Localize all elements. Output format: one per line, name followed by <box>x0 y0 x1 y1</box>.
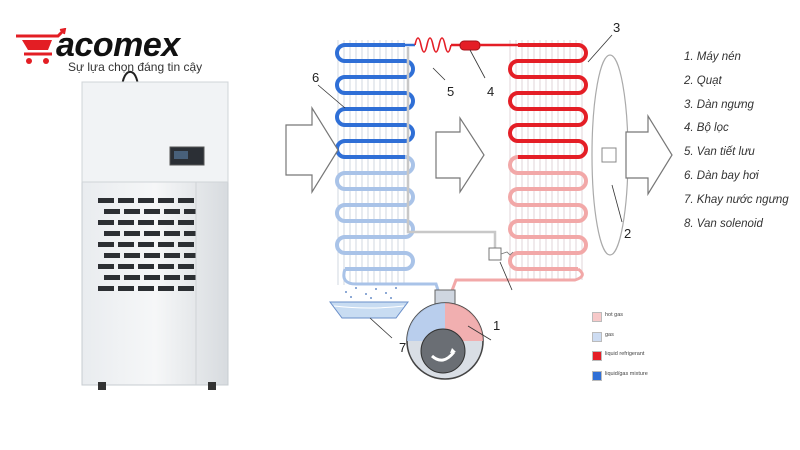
legend-item: 6. Dàn bay hơi <box>684 169 759 182</box>
legend-item: 8. Van solenoid <box>684 217 763 230</box>
color-key-label: liquid/gas mixture <box>605 370 648 377</box>
refrigeration-cycle-diagram <box>285 34 673 380</box>
liquid-gas-mixture-swatch <box>592 370 602 381</box>
legend-item: 4. Bộ lọc <box>684 122 729 135</box>
airflow-arrow-mid <box>435 115 485 195</box>
hot-gas-swatch <box>592 312 602 322</box>
color-key-item: liquid refrigerant <box>592 350 648 370</box>
condenser-coil-lower <box>508 155 588 271</box>
component-legend: 1. Máy nén 2. Quạt 3. Dàn ngưng 4. Bộ lọ… <box>684 50 796 240</box>
callout-6: 6 <box>312 70 320 85</box>
liquid-refrigerant-swatch <box>592 351 602 361</box>
callout-7: 7 <box>399 340 407 355</box>
brand-name: acomex <box>56 26 180 64</box>
color-key-item: hot gas <box>592 311 648 331</box>
evaporator-coil-lower <box>335 155 415 271</box>
condensate-tray <box>329 287 409 319</box>
cart-icon <box>16 28 67 64</box>
fan <box>591 54 629 256</box>
callout-2: 2 <box>624 226 632 241</box>
legend-item: 7. Khay nước ngưng <box>684 193 789 206</box>
expansion-valve-coil <box>414 37 452 53</box>
color-key-item: liquid/gas mixture <box>592 370 648 390</box>
legend-item: 5. Van tiết lưu <box>684 146 755 159</box>
compressor <box>406 289 484 380</box>
legend-item: 1. Máy nén <box>684 51 741 63</box>
callout-5: 5 <box>447 84 455 99</box>
brand-logo: acomex Sự lựa chọn đáng tin cậy <box>12 22 217 82</box>
filter-drier <box>459 40 481 51</box>
color-key-label: gas <box>605 331 614 338</box>
legend-item: 2. Quạt <box>684 74 722 87</box>
airflow-arrow-in <box>285 105 339 195</box>
dehumidifier-photo <box>81 70 229 390</box>
callout-3: 3 <box>613 20 621 35</box>
condenser-coil-upper <box>508 43 588 159</box>
evaporator-coil-upper <box>335 43 415 159</box>
color-key-label: liquid refrigerant <box>605 351 645 357</box>
color-key: hot gas gas liquid refrigerant liquid/ga… <box>592 311 648 389</box>
color-key-item: gas <box>592 331 648 351</box>
callout-4: 4 <box>487 84 495 99</box>
legend-item: 3. Dàn ngưng <box>684 98 754 111</box>
callout-1: 1 <box>493 318 501 333</box>
gas-swatch <box>592 331 602 342</box>
airflow-arrow-out <box>625 113 673 197</box>
brand-slogan: Sự lựa chọn đáng tin cậy <box>68 60 203 74</box>
solenoid-valve <box>488 247 502 261</box>
color-key-label: hot gas <box>605 312 624 318</box>
